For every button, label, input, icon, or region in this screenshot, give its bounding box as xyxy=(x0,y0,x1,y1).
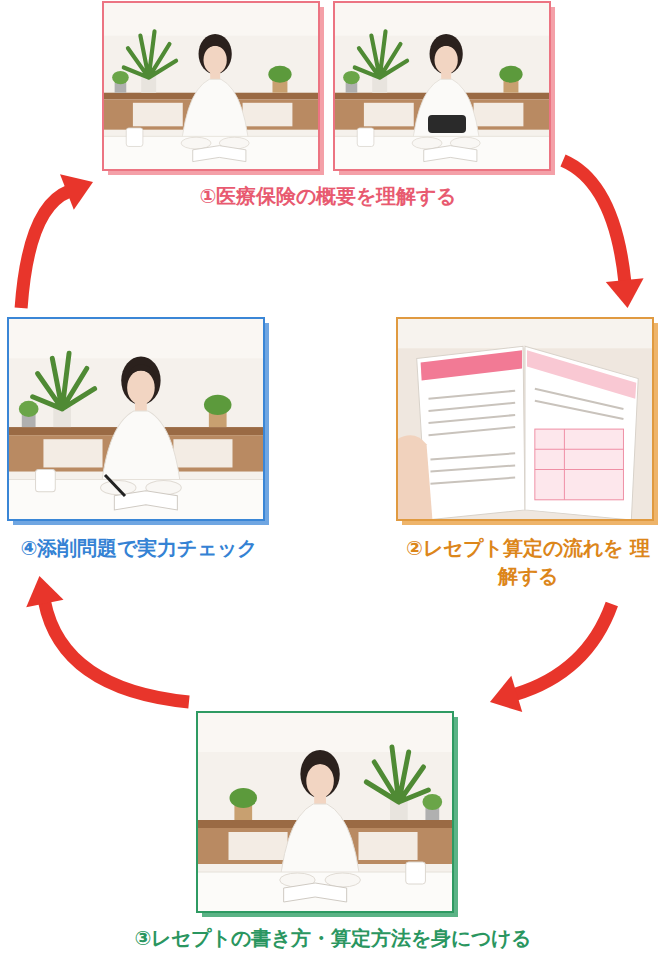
arrow-head xyxy=(26,576,63,607)
arrow-line xyxy=(563,161,625,283)
step-box: ③レセプトの書き方・算定方法を身につける xyxy=(118,712,548,956)
step-caption: ①医療保険の概要を理解する xyxy=(103,182,553,210)
step-box: ①医療保険の概要を理解する xyxy=(103,0,553,214)
arrow-head xyxy=(60,174,93,209)
cycle-arrow xyxy=(563,161,644,309)
step-box: ②レセプト算定の流れを 理解する xyxy=(397,318,659,594)
step-caption: ②レセプト算定の流れを 理解する xyxy=(397,534,659,590)
cycle-arrow xyxy=(21,174,93,308)
cycle-arrow xyxy=(490,604,612,712)
step-caption: ③レセプトの書き方・算定方法を身につける xyxy=(118,924,548,952)
arrow-head xyxy=(606,278,644,308)
arrow-line xyxy=(21,191,69,308)
arrow-line xyxy=(44,602,188,702)
arrow-head xyxy=(490,676,522,712)
step-caption: ④添削問題で実力チェック xyxy=(8,534,270,562)
cycle-arrow xyxy=(26,576,189,702)
step-box: ④添削問題で実力チェック xyxy=(8,318,270,566)
arrow-line xyxy=(515,604,612,694)
